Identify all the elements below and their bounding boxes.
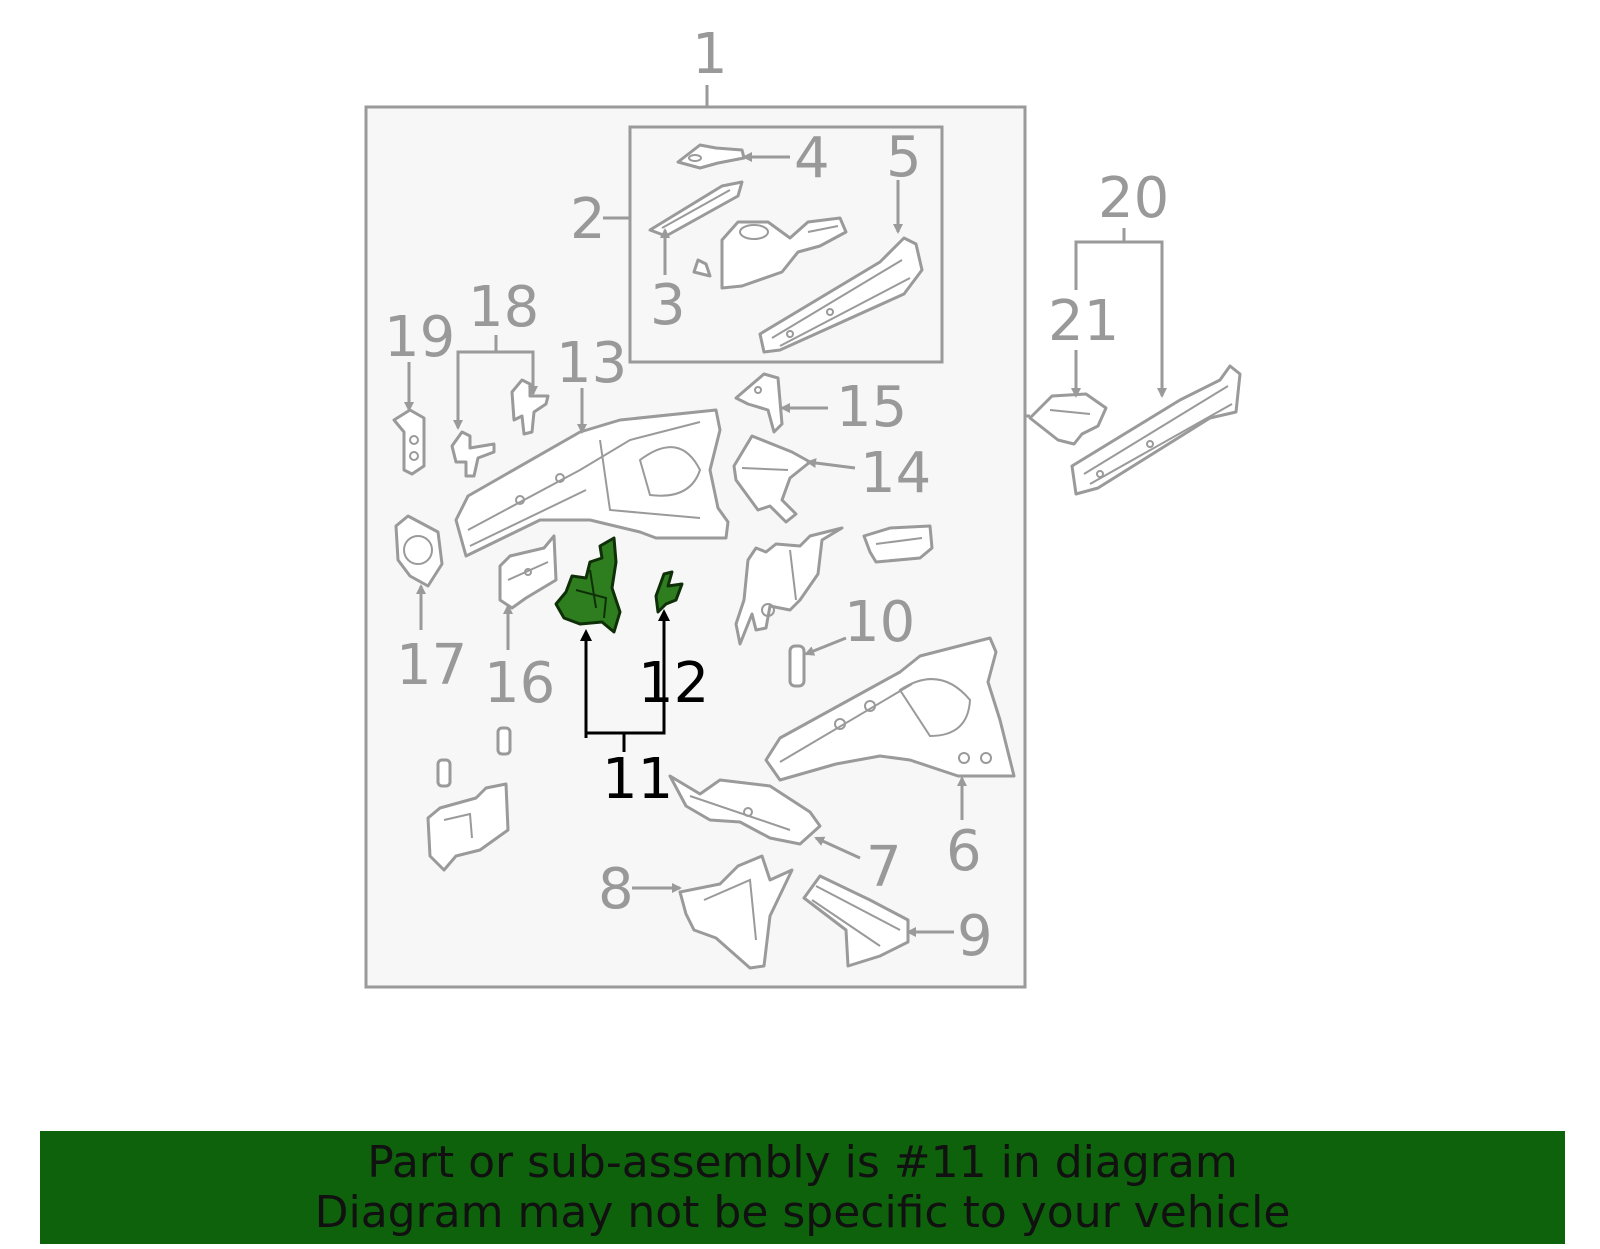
part-5-strut-tower[interactable] <box>720 216 848 290</box>
callout-21: 21 <box>1048 289 1119 354</box>
part-6[interactable] <box>764 636 1016 782</box>
banner-line-2: Diagram may not be specific to your vehi… <box>314 1186 1291 1238</box>
part-20[interactable] <box>1070 364 1242 496</box>
callout-7: 7 <box>866 835 902 900</box>
callout-4: 4 <box>794 126 830 191</box>
part-14[interactable] <box>732 434 812 524</box>
banner-line-1: Part or sub-assembly is #11 in diagram <box>367 1136 1238 1188</box>
callout-3: 3 <box>650 273 686 338</box>
bracket-small[interactable] <box>862 524 934 564</box>
callout-13: 13 <box>556 331 627 396</box>
part-apron-bracket[interactable] <box>734 526 844 646</box>
part-21[interactable] <box>1028 392 1108 446</box>
callout-20: 20 <box>1098 166 1169 231</box>
part-18-bracket-b[interactable] <box>510 378 550 436</box>
callout-12: 12 <box>638 651 709 716</box>
callout-10: 10 <box>844 590 915 655</box>
part-8[interactable] <box>678 854 794 970</box>
callout-9: 9 <box>957 904 993 969</box>
part-18-bracket-a[interactable] <box>450 430 496 478</box>
callout-8: 8 <box>598 857 634 922</box>
callout-6: 6 <box>946 819 982 884</box>
callout-17: 17 <box>396 633 467 698</box>
part-10[interactable] <box>788 644 806 688</box>
part-13[interactable] <box>454 408 730 558</box>
part-5[interactable] <box>758 236 924 354</box>
callout-16: 16 <box>484 651 555 716</box>
part-16[interactable] <box>498 534 558 610</box>
leader-20 <box>1074 240 1167 398</box>
part-17[interactable] <box>394 514 444 588</box>
part-15[interactable] <box>734 372 784 434</box>
part-9[interactable] <box>802 874 910 968</box>
callout-11: 11 <box>602 747 673 812</box>
pin-a[interactable] <box>436 758 452 788</box>
callout-5: 5 <box>886 125 922 190</box>
part-7[interactable] <box>668 774 822 846</box>
part-11[interactable] <box>554 536 622 634</box>
leader-10 <box>804 636 847 656</box>
pin-b[interactable] <box>496 726 512 756</box>
part-3[interactable] <box>648 180 744 278</box>
callout-18: 18 <box>468 275 539 340</box>
leader-7 <box>814 836 861 860</box>
part-lower-left-bracket[interactable] <box>426 782 510 872</box>
callout-1: 1 <box>692 22 728 87</box>
callout-19: 19 <box>384 305 455 370</box>
leader-14 <box>806 458 856 470</box>
callout-2: 2 <box>570 187 606 252</box>
callout-15: 15 <box>836 375 907 440</box>
leader-11-bracket <box>586 609 670 735</box>
info-banner: Part or sub-assembly is #11 in diagram D… <box>40 1131 1565 1244</box>
callout-14: 14 <box>860 441 931 506</box>
